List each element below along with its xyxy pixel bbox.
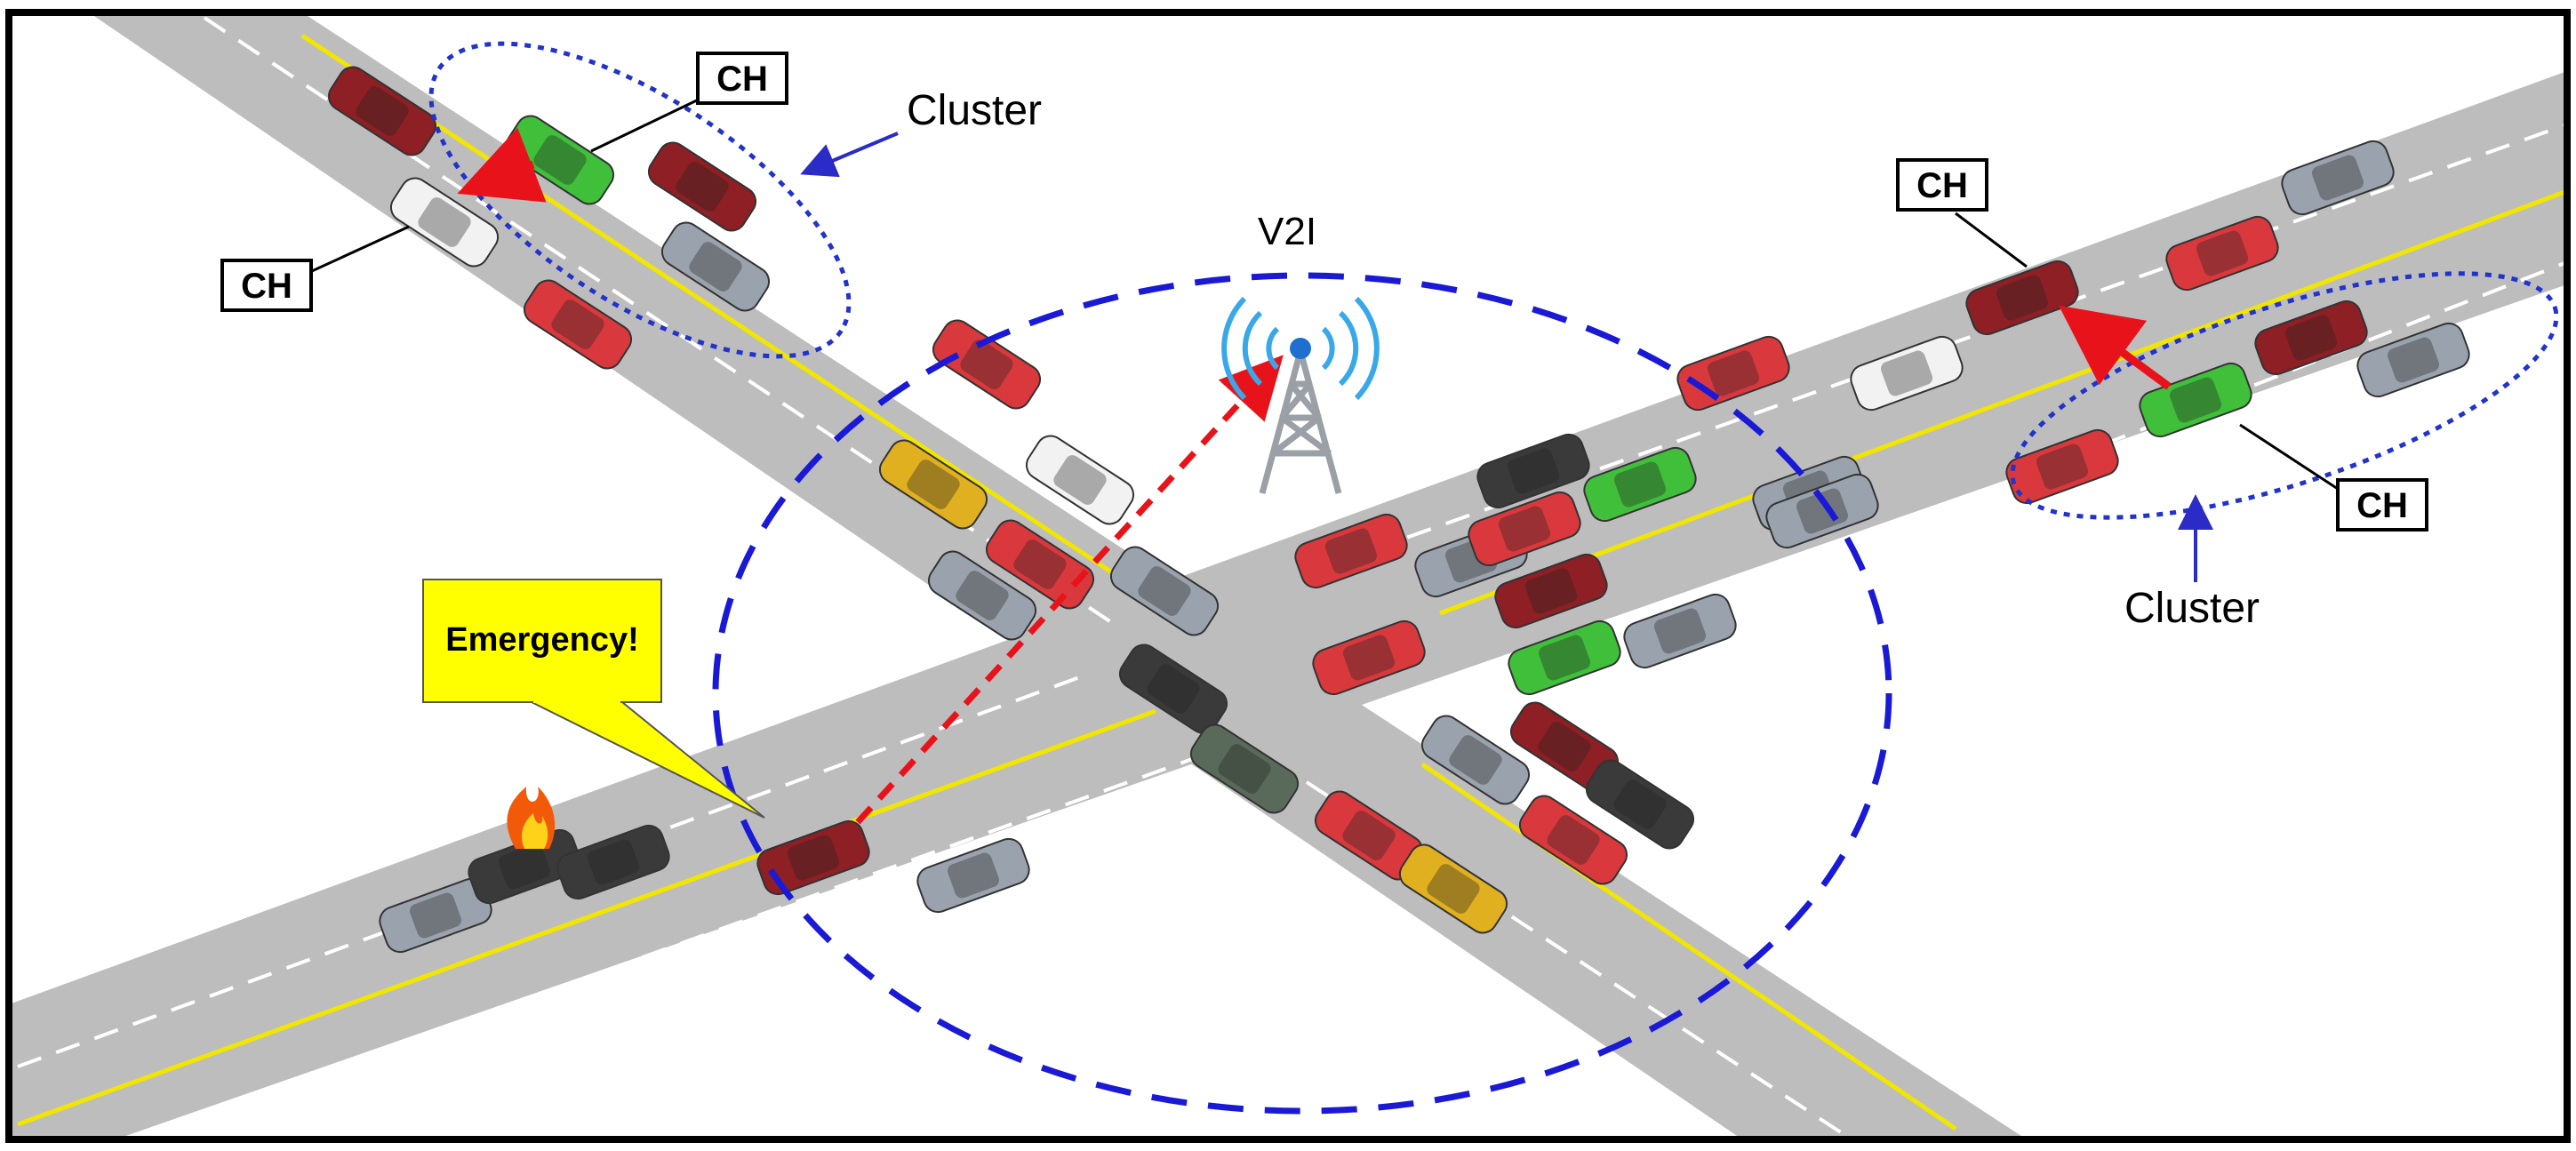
vehicle xyxy=(1314,790,1424,881)
vehicle xyxy=(1109,546,1220,636)
figure-frame xyxy=(5,9,2571,1143)
lane-dash-nw-2 xyxy=(380,16,1157,526)
vehicle xyxy=(916,837,1030,914)
signal-waves-icon xyxy=(1221,296,1380,401)
cluster-message-arrow-left xyxy=(457,127,547,203)
vehicle xyxy=(2165,215,2279,292)
cluster-label-right: Cluster xyxy=(2124,585,2260,632)
cluster-pointer-left xyxy=(800,132,899,178)
vehicle xyxy=(1765,473,1879,549)
vehicle xyxy=(1850,335,1964,412)
ch-label-top-left: CH xyxy=(716,60,768,99)
vehicle xyxy=(660,221,771,312)
ch-callout-right: CH xyxy=(2239,423,2428,532)
vehicle xyxy=(1585,759,1695,850)
vehicle xyxy=(1398,843,1508,934)
vehicles xyxy=(327,66,2470,954)
cluster-label-left: Cluster xyxy=(907,87,1042,134)
vehicle xyxy=(1468,491,1581,567)
vehicle xyxy=(2005,428,2119,505)
vehicle xyxy=(1509,701,1620,792)
vehicle xyxy=(1420,715,1531,805)
vehicle xyxy=(985,519,1095,610)
vehicle xyxy=(1508,619,1621,696)
vehicle xyxy=(2356,322,2470,398)
vehicle xyxy=(927,550,1037,641)
vehicle xyxy=(1623,593,1737,669)
emergency-callout: Emergency! xyxy=(422,579,765,819)
vehicle xyxy=(1476,433,1590,509)
cluster-outline-right xyxy=(2010,271,2559,520)
ch-label-left: CH xyxy=(241,267,292,306)
vehicle xyxy=(1025,435,1135,525)
center-line-ne xyxy=(1439,188,2567,616)
vehicle xyxy=(2139,362,2252,438)
emergency-v2i-arrow xyxy=(855,355,1284,825)
vehicle xyxy=(1494,553,1608,629)
ch-label-right: CH xyxy=(2356,486,2408,525)
emergency-label: Emergency! xyxy=(445,621,639,659)
center-line-se xyxy=(1420,762,1957,1131)
vehicle xyxy=(468,828,581,905)
vehicle xyxy=(379,877,492,954)
cluster-message-arrow-right xyxy=(2059,305,2172,390)
lane-dash-sw-1 xyxy=(17,674,1085,1068)
vehicle xyxy=(878,439,988,530)
vehicle xyxy=(1312,619,1426,696)
vehicle xyxy=(1583,446,1697,523)
lane-dash-sw-2 xyxy=(141,745,1228,1139)
v2i-coverage-circle xyxy=(712,272,1892,1115)
vehicle xyxy=(1118,643,1228,734)
v2i-label: V2I xyxy=(1258,210,1316,253)
ch-label-top-right: CH xyxy=(1916,166,1968,205)
ch-callout-left: CH xyxy=(220,225,410,312)
vehicle xyxy=(932,319,1042,410)
center-line-sw xyxy=(17,708,1156,1127)
vehicle xyxy=(2281,140,2395,216)
fire-icon xyxy=(507,787,556,849)
vehicle xyxy=(1965,260,2079,336)
vehicle xyxy=(1518,795,1628,885)
ch-callout-top-right: CH xyxy=(1896,158,2028,268)
ch-callout-top-left: CH xyxy=(590,52,788,153)
vehicle xyxy=(1189,723,1300,814)
antenna-tower-icon xyxy=(1221,296,1380,494)
cluster-outline-left xyxy=(428,41,852,359)
vehicle xyxy=(647,141,757,232)
center-line-nw xyxy=(300,33,1122,580)
vehicle xyxy=(2254,300,2368,376)
accident-scene xyxy=(507,787,556,849)
v2i-label-backdrop xyxy=(1227,196,1369,258)
vehicle xyxy=(327,66,437,156)
vehicle xyxy=(389,177,500,268)
road-network xyxy=(9,12,2567,1139)
vehicle xyxy=(556,824,670,900)
lane-dash-se-1 xyxy=(1305,780,1851,1139)
vehicle xyxy=(1294,513,1408,589)
vehicle xyxy=(523,279,633,370)
vehicle xyxy=(756,819,870,896)
